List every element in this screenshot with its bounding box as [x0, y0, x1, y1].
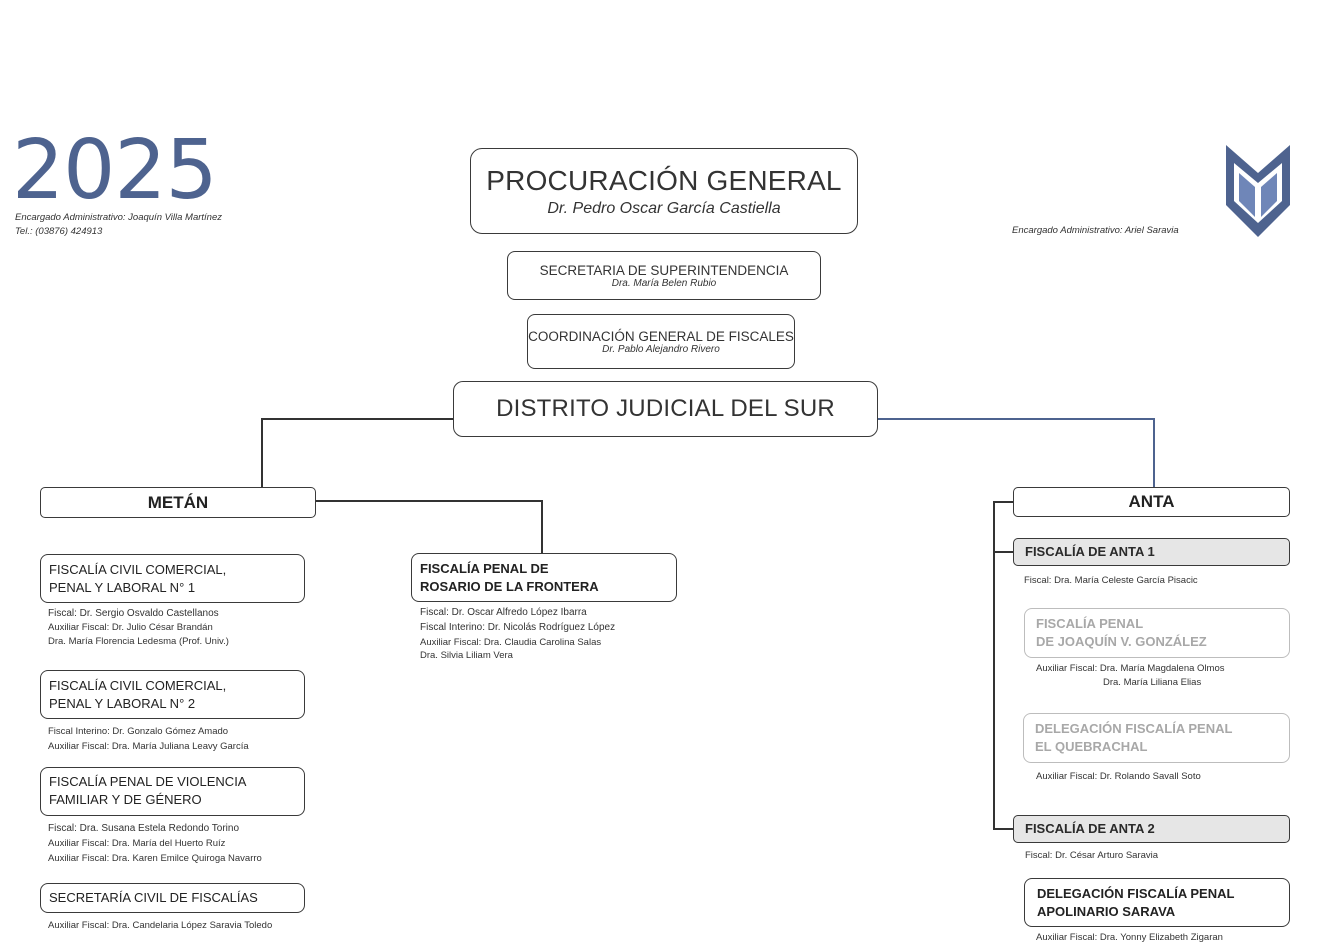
connector-line [1153, 418, 1155, 488]
box-line: APOLINARIO SARAVA [1037, 904, 1176, 919]
left-encargado-note: Encargado Administrativo: Joaquín Villa … [15, 212, 222, 223]
year-title: 2025 [12, 123, 218, 218]
connector-line [993, 501, 995, 829]
anta-1-info: Fiscal: Dra. María Celeste García Pisaci… [1024, 573, 1198, 588]
info-line: Auxiliar Fiscal: Dr. Julio César Brandán [48, 622, 213, 633]
procuracion-title: PROCURACIÓN GENERAL [486, 164, 842, 196]
metan-box: METÁN [40, 487, 316, 518]
box-line: FISCALÍA CIVIL COMERCIAL, [49, 562, 227, 577]
coordinacion-box: COORDINACIÓN GENERAL DE FISCALES Dr. Pab… [527, 314, 795, 369]
right-encargado-note: Encargado Administrativo: Ariel Saravia [1012, 225, 1179, 236]
box-line: FISCALÍA CIVIL COMERCIAL, [49, 678, 227, 693]
procuracion-general-box: PROCURACIÓN GENERAL Dr. Pedro Oscar Garc… [470, 148, 858, 234]
metan-secretaria-civil-box: SECRETARÍA CIVIL DE FISCALÍAS [40, 883, 305, 913]
connector-line [261, 418, 454, 420]
info-line: Fiscal: Dr. Oscar Alfredo López Ibarra [420, 607, 587, 618]
coordinacion-person: Dr. Pablo Alejandro Rivero [602, 343, 720, 355]
left-tel-note: Tel.: (03876) 424913 [15, 226, 103, 237]
info-line: Dra. María Florencia Ledesma (Prof. Univ… [48, 636, 229, 647]
box-line: FISCALÍA PENAL DE VIOLENCIA [49, 774, 247, 789]
info-line: Auxiliar Fiscal: Dra. Claudia Carolina S… [420, 637, 602, 648]
info-line: Auxiliar Fiscal: Dra. Yonny Elizabeth Zi… [1036, 932, 1223, 943]
anta-2-title: FISCALÍA DE ANTA 2 [1025, 821, 1155, 836]
metan-title: METÁN [147, 492, 209, 512]
anta-title: ANTA [1128, 492, 1175, 511]
info-line: Auxiliar Fiscal: Dra. Candelaria López S… [48, 920, 273, 931]
box-line: EL QUEBRACHAL [1035, 739, 1148, 754]
connector-line [993, 828, 1013, 830]
info-line: Auxiliar Fiscal: Dra. María Magdalena Ol… [1036, 663, 1225, 674]
anta-1-title: FISCALÍA DE ANTA 1 [1025, 544, 1155, 559]
info-line: Dra. Silvia Liliam Vera [420, 650, 513, 661]
box-line: ROSARIO DE LA FRONTERA [420, 579, 599, 594]
info-line: Fiscal: Dr. César Arturo Saravia [1025, 850, 1159, 861]
info-line: Fiscal: Dra. Susana Estela Redondo Torin… [48, 823, 240, 834]
apolinario-info: Auxiliar Fiscal: Dra. Yonny Elizabeth Zi… [1036, 930, 1223, 945]
connector-line [315, 500, 543, 502]
distrito-box: DISTRITO JUDICIAL DEL SUR [453, 381, 878, 437]
anta-2-info: Fiscal: Dr. César Arturo Saravia [1025, 848, 1158, 863]
connector-line [877, 418, 1155, 420]
secretaria-title: SECRETARIA DE SUPERINTENDENCIA [539, 262, 789, 278]
metan-fiscalia-1-box: FISCALÍA CIVIL COMERCIAL, PENAL Y LABORA… [40, 554, 305, 603]
box-line: DELEGACIÓN FISCALÍA PENAL [1037, 886, 1235, 901]
box-line: FISCALÍA PENAL DE [420, 561, 549, 576]
coordinacion-title: COORDINACIÓN GENERAL DE FISCALES [528, 328, 794, 344]
anta-2-box: FISCALÍA DE ANTA 2 [1013, 815, 1290, 843]
info-line: Auxiliar Fiscal: Dr. Rolando Savall Soto [1036, 771, 1201, 782]
metan-fiscalia-2-box: FISCALÍA CIVIL COMERCIAL, PENAL Y LABORA… [40, 670, 305, 719]
box-line: PENAL Y LABORAL N° 1 [49, 580, 196, 595]
info-line: Auxiliar Fiscal: Dra. María Juliana Leav… [48, 741, 249, 752]
metan-fiscalia-2-info: Fiscal Interino: Dr. Gonzalo Gómez Amado… [48, 724, 249, 754]
distrito-title: DISTRITO JUDICIAL DEL SUR [496, 395, 835, 422]
box-line: DE JOAQUÍN V. GONZÁLEZ [1036, 634, 1207, 649]
anta-1-box: FISCALÍA DE ANTA 1 [1013, 538, 1290, 566]
metan-fiscalia-3-box: FISCALÍA PENAL DE VIOLENCIA FAMILIAR Y D… [40, 767, 305, 816]
connector-line [541, 500, 543, 554]
jvg-fiscalia-box: FISCALÍA PENAL DE JOAQUÍN V. GONZÁLEZ [1024, 608, 1290, 658]
shield-logo-icon [1226, 145, 1290, 237]
anta-box: ANTA [1013, 487, 1290, 517]
quebrachal-box: DELEGACIÓN FISCALÍA PENAL EL QUEBRACHAL [1023, 713, 1290, 763]
box-line: FISCALÍA PENAL [1036, 616, 1144, 631]
box-line: SECRETARÍA CIVIL DE FISCALÍAS [49, 890, 258, 905]
info-line: Fiscal Interino: Dr. Nicolás Rodríguez L… [420, 622, 616, 633]
jvg-fiscalia-info: Auxiliar Fiscal: Dra. María Magdalena Ol… [1036, 661, 1224, 689]
quebrachal-info: Auxiliar Fiscal: Dr. Rolando Savall Soto [1036, 769, 1201, 784]
secretaria-box: SECRETARIA DE SUPERINTENDENCIA Dra. Marí… [507, 251, 821, 300]
connector-line [993, 501, 1013, 503]
info-line: Fiscal Interino: Dr. Gonzalo Gómez Amado [48, 726, 229, 737]
box-line: FAMILIAR Y DE GÉNERO [49, 792, 202, 807]
procuracion-person: Dr. Pedro Oscar García Castiella [547, 199, 781, 217]
metan-fiscalia-1-info: Fiscal: Dr. Sergio Osvaldo Castellanos A… [48, 606, 229, 650]
connector-line [993, 551, 1013, 553]
box-line: DELEGACIÓN FISCALÍA PENAL [1035, 721, 1233, 736]
metan-fiscalia-3-info: Fiscal: Dra. Susana Estela Redondo Torin… [48, 821, 262, 866]
rosario-fiscalia-box: FISCALÍA PENAL DE ROSARIO DE LA FRONTERA [411, 553, 677, 602]
info-line: Fiscal: Dr. Sergio Osvaldo Castellanos [48, 608, 219, 619]
secretaria-person: Dra. María Belen Rubio [611, 277, 717, 289]
connector-line [261, 418, 263, 488]
metan-secretaria-civil-info: Auxiliar Fiscal: Dra. Candelaria López S… [48, 918, 272, 933]
info-line: Fiscal: Dra. María Celeste García Pisaci… [1024, 575, 1198, 586]
info-line: Dra. María Liliana Elias [1103, 677, 1202, 688]
info-line: Auxiliar Fiscal: Dra. María del Huerto R… [48, 838, 226, 849]
info-line: Auxiliar Fiscal: Dra. Karen Emilce Quiro… [48, 853, 262, 864]
rosario-fiscalia-info: Fiscal: Dr. Oscar Alfredo López Ibarra F… [420, 605, 615, 662]
apolinario-box: DELEGACIÓN FISCALÍA PENAL APOLINARIO SAR… [1024, 878, 1290, 927]
box-line: PENAL Y LABORAL N° 2 [49, 696, 196, 711]
